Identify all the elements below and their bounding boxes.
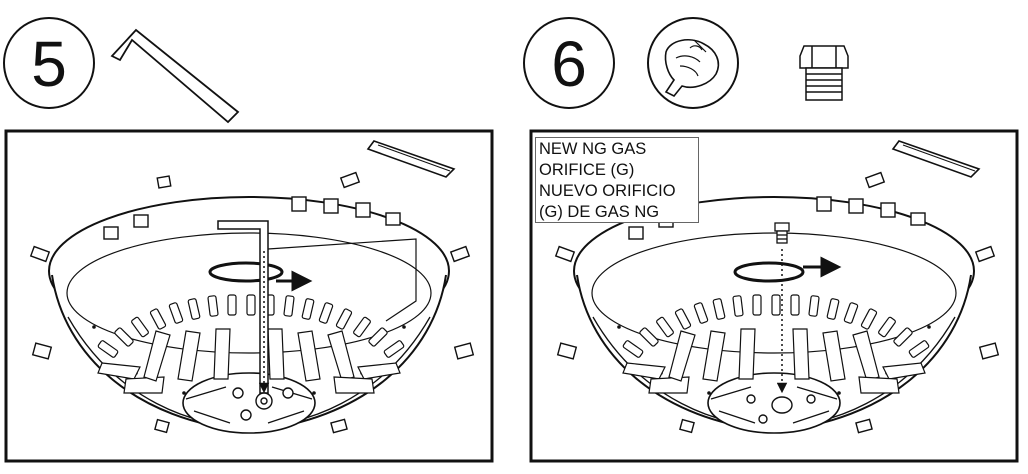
orifice-callout-label: NEW NG GAS ORIFICE (G) NUEVO ORIFICIO (G… xyxy=(535,137,699,223)
step-5-number: 5 xyxy=(31,28,67,100)
step-5: 5 xyxy=(3,17,494,463)
step-6-number: 6 xyxy=(551,28,587,100)
hub-fittings xyxy=(746,394,816,424)
gas-orifice-icon xyxy=(799,45,849,101)
hex-key-icon xyxy=(110,28,240,124)
hex-key-inserted xyxy=(217,220,270,394)
callout-line-4: (G) DE GAS NG xyxy=(539,203,660,221)
callout-line-2: ORIFICE (G) xyxy=(539,161,635,179)
step-6-number-badge: 6 xyxy=(523,17,615,109)
step-5-number-badge: 5 xyxy=(3,17,95,109)
callout-line-3: NUEVO ORIFICIO xyxy=(539,182,676,200)
rotation-arrow xyxy=(733,256,842,283)
callout-line-1: NEW NG GAS xyxy=(539,140,647,158)
rotation-arrow xyxy=(208,261,313,292)
new-orifice xyxy=(774,222,790,244)
hub-screws xyxy=(232,387,294,421)
hand-tighten-icon xyxy=(647,17,739,109)
step-6: 6 xyxy=(523,17,1019,463)
step-5-panel xyxy=(4,129,494,463)
